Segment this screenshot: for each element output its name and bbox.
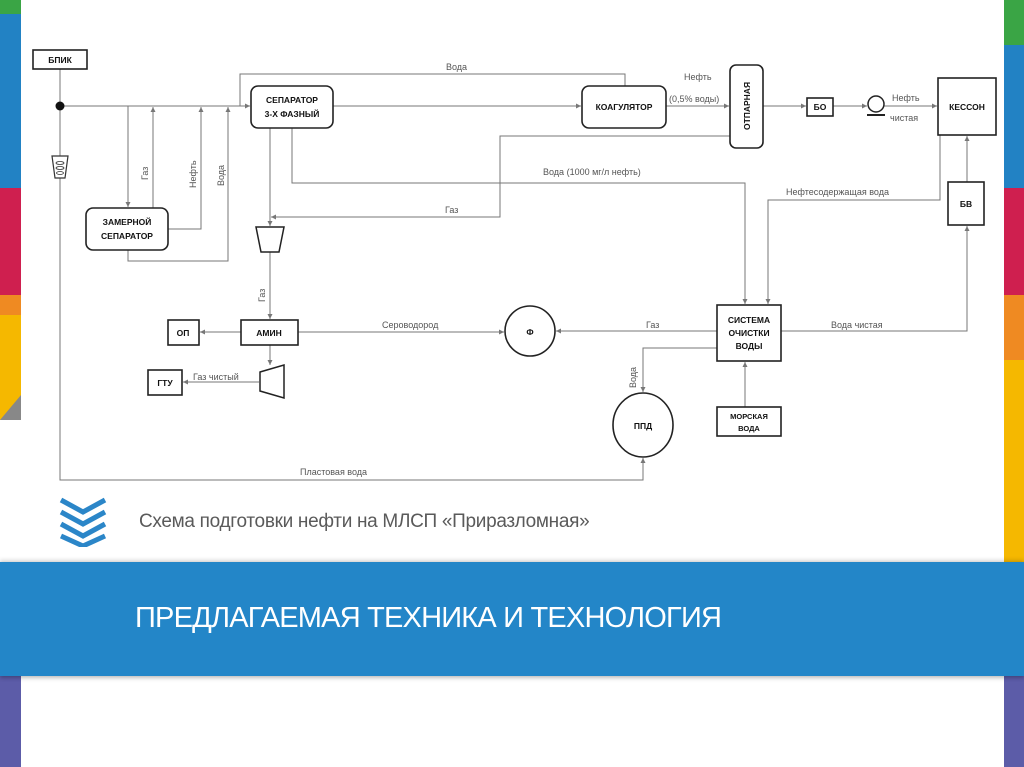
turbine-icon: [259, 364, 285, 399]
node-f: Ф: [504, 305, 556, 357]
node-gtu: ГТУ: [147, 369, 183, 396]
svg-text:ППД: ППД: [634, 421, 652, 431]
svg-text:МОРСКАЯ: МОРСКАЯ: [730, 412, 768, 421]
compressor-icon: [255, 226, 285, 253]
svg-text:Нефть: Нефть: [892, 93, 920, 103]
title-band: ПРЕДЛАГАЕМАЯ ТЕХНИКА И ТЕХНОЛОГИЯ: [0, 562, 1024, 676]
svg-text:СЕПАРАТОР: СЕПАРАТОР: [101, 231, 153, 241]
svg-text:Нефть: Нефть: [684, 72, 712, 82]
chevrons-logo-icon: [59, 497, 107, 547]
flow-labels: Вода Нефть (0,5% воды) Нефть чистая Газ …: [140, 62, 920, 477]
node-metering-separator: ЗАМЕРНОЙ СЕПАРАТОР: [85, 207, 169, 251]
svg-text:СИСТЕМА: СИСТЕМА: [728, 315, 770, 325]
svg-text:Газ: Газ: [140, 167, 150, 180]
svg-text:3-Х ФАЗНЫЙ: 3-Х ФАЗНЫЙ: [265, 108, 320, 119]
flow-lines: [59, 69, 970, 481]
node-sea-water: МОРСКАЯ ВОДА: [716, 406, 782, 437]
node-separator-3phase: СЕПАРАТОР 3-Х ФАЗНЫЙ: [250, 85, 334, 129]
svg-text:БПИК: БПИК: [48, 55, 72, 65]
svg-text:Газ: Газ: [646, 320, 659, 330]
svg-text:ОП: ОП: [177, 328, 190, 338]
svg-text:ОТПАРНАЯ: ОТПАРНАЯ: [742, 82, 752, 130]
svg-text:БО: БО: [814, 102, 827, 112]
svg-text:Вода: Вода: [216, 165, 226, 186]
svg-text:Газ чистый: Газ чистый: [193, 372, 239, 382]
right-decor-stripe: [1004, 0, 1024, 767]
left-decor-stripe: [0, 0, 21, 767]
filter-icon: [51, 155, 69, 179]
caption-row: Схема подготовки нефти на МЛСП «Приразло…: [58, 496, 590, 548]
svg-text:чистая: чистая: [890, 113, 918, 123]
node-otparnaya: ОТПАРНАЯ: [729, 64, 764, 149]
node-bv: БВ: [947, 181, 985, 226]
pump-icon: [867, 95, 885, 116]
node-bpik: БПИК: [32, 49, 88, 70]
svg-text:Сероводород: Сероводород: [382, 320, 439, 330]
svg-text:ГТУ: ГТУ: [157, 378, 173, 388]
svg-text:ВОДЫ: ВОДЫ: [736, 341, 763, 351]
svg-text:Вода (1000 мг/л нефть): Вода (1000 мг/л нефть): [543, 167, 641, 177]
svg-text:ЗАМЕРНОЙ: ЗАМЕРНОЙ: [103, 216, 152, 227]
oil-treatment-diagram: БПИК СЕПАРАТОР 3-Х ФАЗНЫЙ КОАГУЛЯТОР ОТП…: [32, 49, 997, 481]
svg-text:ОЧИСТКИ: ОЧИСТКИ: [728, 328, 769, 338]
junction-dot: [55, 101, 65, 111]
svg-text:Нефтесодержащая вода: Нефтесодержащая вода: [786, 187, 889, 197]
svg-text:ВОДА: ВОДА: [738, 424, 760, 433]
slide-title: ПРЕДЛАГАЕМАЯ ТЕХНИКА И ТЕХНОЛОГИЯ: [135, 602, 722, 634]
node-op: ОП: [167, 319, 200, 346]
node-kesson: КЕССОН: [937, 77, 997, 136]
node-amin: АМИН: [240, 319, 299, 346]
svg-text:Пластовая вода: Пластовая вода: [300, 467, 367, 477]
svg-text:СЕПАРАТОР: СЕПАРАТОР: [266, 95, 318, 105]
svg-text:Вода: Вода: [446, 62, 467, 72]
svg-text:КОАГУЛЯТОР: КОАГУЛЯТОР: [596, 102, 653, 112]
svg-text:Газ: Газ: [445, 205, 458, 215]
node-water-treatment-system: СИСТЕМА ОЧИСТКИ ВОДЫ: [716, 304, 782, 362]
node-ppd: ППД: [612, 392, 674, 458]
svg-text:Ф: Ф: [526, 327, 533, 337]
svg-text:Вода: Вода: [628, 367, 638, 388]
svg-text:Нефть: Нефть: [188, 160, 198, 188]
svg-text:БВ: БВ: [960, 199, 972, 209]
svg-text:АМИН: АМИН: [256, 328, 281, 338]
svg-text:Газ: Газ: [257, 289, 267, 302]
node-coagulator: КОАГУЛЯТОР: [581, 85, 667, 129]
diagram-caption: Схема подготовки нефти на МЛСП «Приразло…: [139, 511, 590, 532]
svg-text:Вода чистая: Вода чистая: [831, 320, 883, 330]
node-bo: БО: [806, 97, 834, 117]
svg-text:КЕССОН: КЕССОН: [949, 102, 985, 112]
svg-text:(0,5% воды): (0,5% воды): [669, 94, 719, 104]
